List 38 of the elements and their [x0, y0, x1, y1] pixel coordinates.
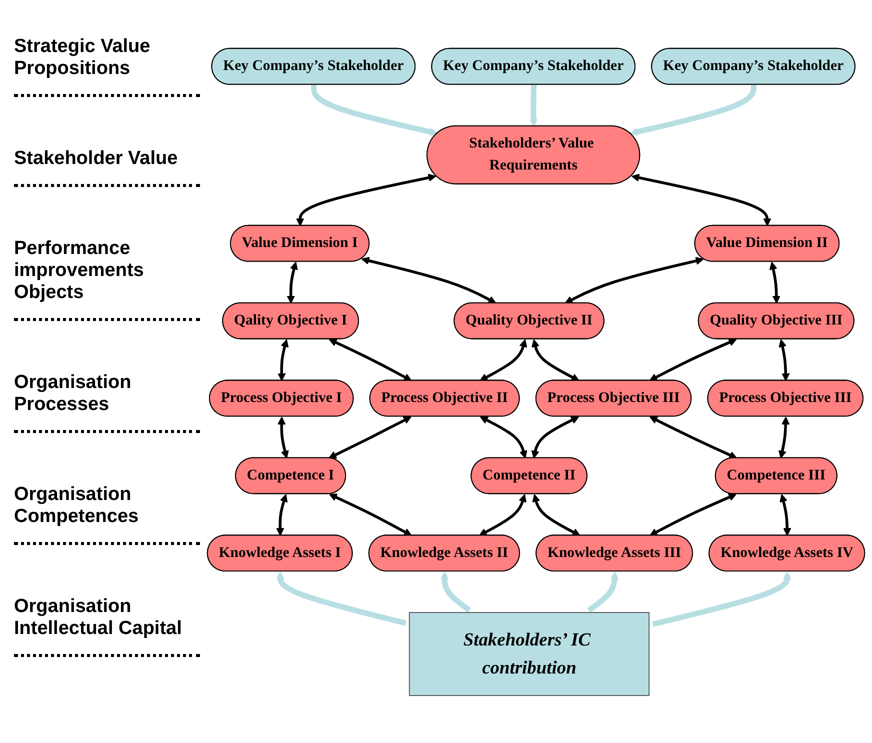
node-box: Stakeholders’ IC contribution	[408, 612, 650, 696]
arrow	[650, 416, 738, 458]
band-label: Organisation Intellectual Capital	[14, 596, 200, 658]
arrow	[649, 492, 737, 536]
arrow	[532, 494, 580, 536]
band-label: Performance improvements Objects	[14, 238, 200, 321]
arrow	[652, 571, 792, 626]
arrow	[329, 493, 412, 536]
arrow	[631, 173, 772, 226]
arrow	[587, 571, 619, 612]
arrow	[278, 338, 289, 381]
arrow	[530, 84, 538, 126]
band-label: Organisation Competences	[14, 484, 200, 546]
arrow	[478, 494, 527, 536]
band-label: Organisation Processes	[14, 372, 200, 434]
arrow	[328, 416, 412, 458]
arrow	[276, 571, 406, 626]
arrow	[311, 84, 438, 136]
arrow	[778, 338, 790, 381]
arrow	[649, 338, 737, 381]
arrow	[480, 416, 528, 458]
arrow	[778, 416, 790, 458]
band-label: Strategic Value Propositions	[14, 36, 200, 97]
arrow	[480, 338, 528, 381]
band-label: Stakeholder Value	[14, 148, 200, 187]
arrow	[769, 261, 780, 304]
arrow	[328, 338, 412, 381]
arrow	[630, 84, 756, 136]
arrow	[440, 571, 472, 612]
arrow	[286, 261, 298, 304]
arrow	[278, 416, 289, 458]
arrow	[564, 256, 704, 304]
arrow	[780, 494, 792, 536]
arrow	[276, 494, 288, 536]
arrow	[531, 416, 580, 458]
arrow	[531, 338, 580, 381]
arrow	[361, 256, 496, 304]
arrow	[296, 173, 436, 226]
